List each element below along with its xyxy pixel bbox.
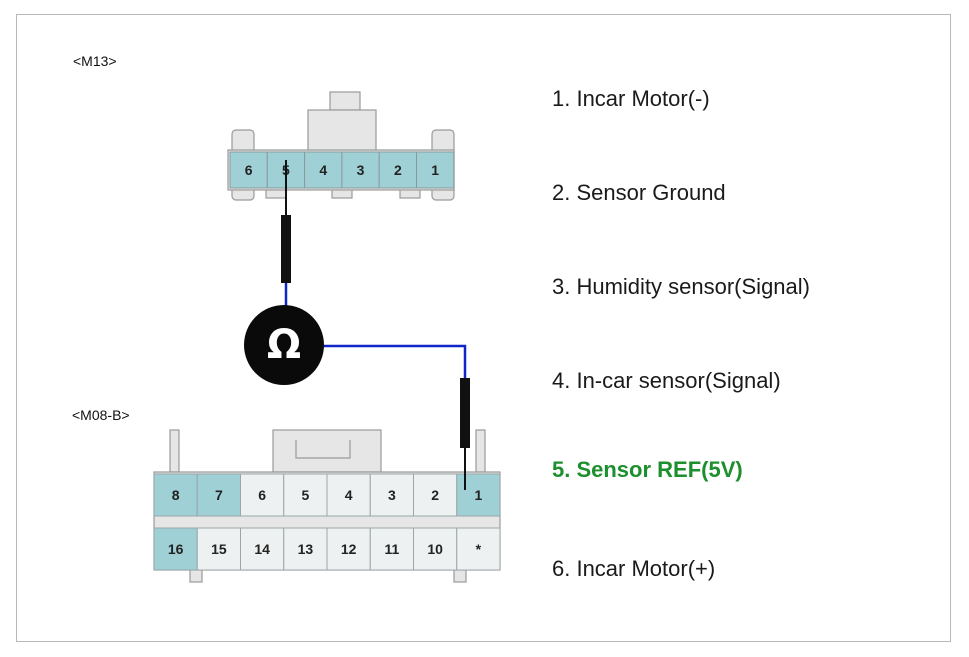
bottom-pin-label: 3: [388, 487, 396, 503]
bottom-pin-label: 12: [341, 541, 357, 557]
legend-item: 2. Sensor Ground: [552, 180, 726, 205]
bottom-pin-label: *: [476, 541, 482, 557]
probe-top: [281, 215, 291, 283]
bottom-pin-cell: [326, 527, 371, 571]
top-pin-cell: [378, 151, 418, 189]
bottom-pin-label: 7: [215, 487, 223, 503]
ohm-symbol: Ω: [267, 322, 301, 368]
diagram-frame: [16, 14, 951, 642]
top-pin-label: 2: [394, 162, 402, 178]
legend-item: 6. Incar Motor(+): [552, 556, 716, 581]
bottom-connector-post-right: [475, 429, 486, 473]
ohm-meter-icon: Ω: [244, 305, 324, 385]
probe-bottom: [460, 378, 470, 448]
bottom-pin-cell: [196, 473, 241, 517]
top-pin-label: 3: [357, 162, 365, 178]
bottom-pin-label: 2: [431, 487, 439, 503]
bottom-connector-foot: [189, 569, 203, 583]
bottom-pin-label: 10: [427, 541, 443, 557]
bottom-connector-foot: [453, 569, 467, 583]
bottom-connector-latch-notch: [295, 440, 351, 459]
bottom-pin-cell: [456, 473, 501, 517]
bottom-pin-cell: [283, 473, 328, 517]
top-pin-label: 1: [431, 162, 439, 178]
legend-item: 1. Incar Motor(-): [552, 86, 710, 111]
bottom-pin-cell: [413, 527, 458, 571]
bottom-pin-label: 14: [254, 541, 270, 557]
bottom-pin-label: 13: [298, 541, 314, 557]
bottom-pin-cell: [413, 473, 458, 517]
wire-bottom: [320, 344, 467, 378]
legend-item: 4. In-car sensor(Signal): [552, 368, 781, 393]
bottom-connector-latch: [272, 429, 382, 473]
bottom-pin-cell: [240, 473, 285, 517]
legend-item: 5. Sensor REF(5V): [552, 457, 743, 482]
bottom-pin-label: 8: [172, 487, 180, 503]
top-pin-cell: [416, 151, 455, 189]
legend-item: 3. Humidity sensor(Signal): [552, 274, 810, 299]
bottom-pin-label: 1: [474, 487, 482, 503]
bottom-pin-cell: [326, 473, 371, 517]
top-pin-cell: [341, 151, 380, 189]
bottom-pin-label: 4: [345, 487, 353, 503]
top-connector-latch: [307, 109, 377, 153]
top-pin-label: 4: [319, 162, 327, 178]
bottom-pin-label: 11: [384, 541, 399, 557]
bottom-pin-cell: [240, 527, 285, 571]
top-connector-label: <M13>: [73, 53, 117, 69]
bottom-pin-label: 6: [258, 487, 266, 503]
bottom-pin-cell: [456, 527, 501, 571]
ohm-meter-circle: [244, 305, 324, 385]
bottom-pin-label: 5: [301, 487, 309, 503]
top-pin-label: 6: [245, 162, 253, 178]
top-pin-cell: [229, 151, 268, 189]
top-connector-latch-tab: [329, 91, 361, 111]
bottom-pin-cell: [196, 527, 241, 571]
bottom-connector-post-left: [169, 429, 180, 473]
bottom-connector: 8 7 6 5 4 3 2 1 16 15 14 13 12 11 10 *: [153, 429, 501, 583]
bottom-pin-cell: [153, 527, 198, 571]
bottom-connector-label: <M08-B>: [72, 407, 130, 423]
top-pin-cell: [304, 151, 343, 189]
bottom-pin-label: 16: [168, 541, 184, 557]
bottom-pin-label: 15: [211, 541, 227, 557]
bottom-pin-cell: [369, 473, 414, 517]
